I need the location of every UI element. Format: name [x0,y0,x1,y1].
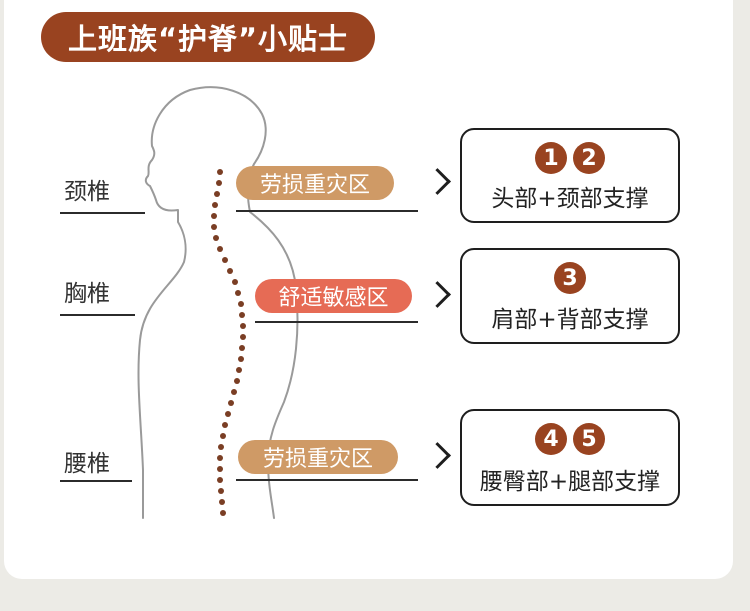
page-title: 上班族“护脊”小贴士 [41,12,375,62]
zone-pill-waist: 劳损重灾区 [238,440,398,474]
label-cervical: 颈椎 [64,179,110,205]
zone-line-waist [236,479,418,481]
support-box-shoulder-back: 3 肩部+背部支撑 [460,248,680,344]
number-badge: 2 [573,142,605,174]
label-thoracic: 胸椎 [64,281,110,307]
number-badge: 4 [535,423,567,455]
number-badge: 3 [554,262,586,294]
support-box-head-neck: 1 2 头部+颈部支撑 [460,128,680,223]
label-lumbar: 腰椎 [64,451,110,477]
zone-pill-chest: 舒适敏感区 [255,279,412,313]
number-badge: 5 [573,423,605,455]
support-text: 肩部+背部支撑 [491,307,649,333]
label-cervical-line [60,212,145,214]
label-thoracic-line [60,314,135,316]
spine-dots [211,169,246,516]
support-text: 腰臀部+腿部支撑 [479,469,661,495]
number-badge: 1 [535,142,567,174]
zone-line-neck [236,210,418,212]
support-box-waist-leg: 4 5 腰臀部+腿部支撑 [460,409,680,506]
zone-line-chest [255,321,418,323]
label-lumbar-line [60,480,132,482]
zone-pill-neck: 劳损重灾区 [236,166,394,200]
body-outline [137,86,299,519]
support-text: 头部+颈部支撑 [491,186,649,212]
